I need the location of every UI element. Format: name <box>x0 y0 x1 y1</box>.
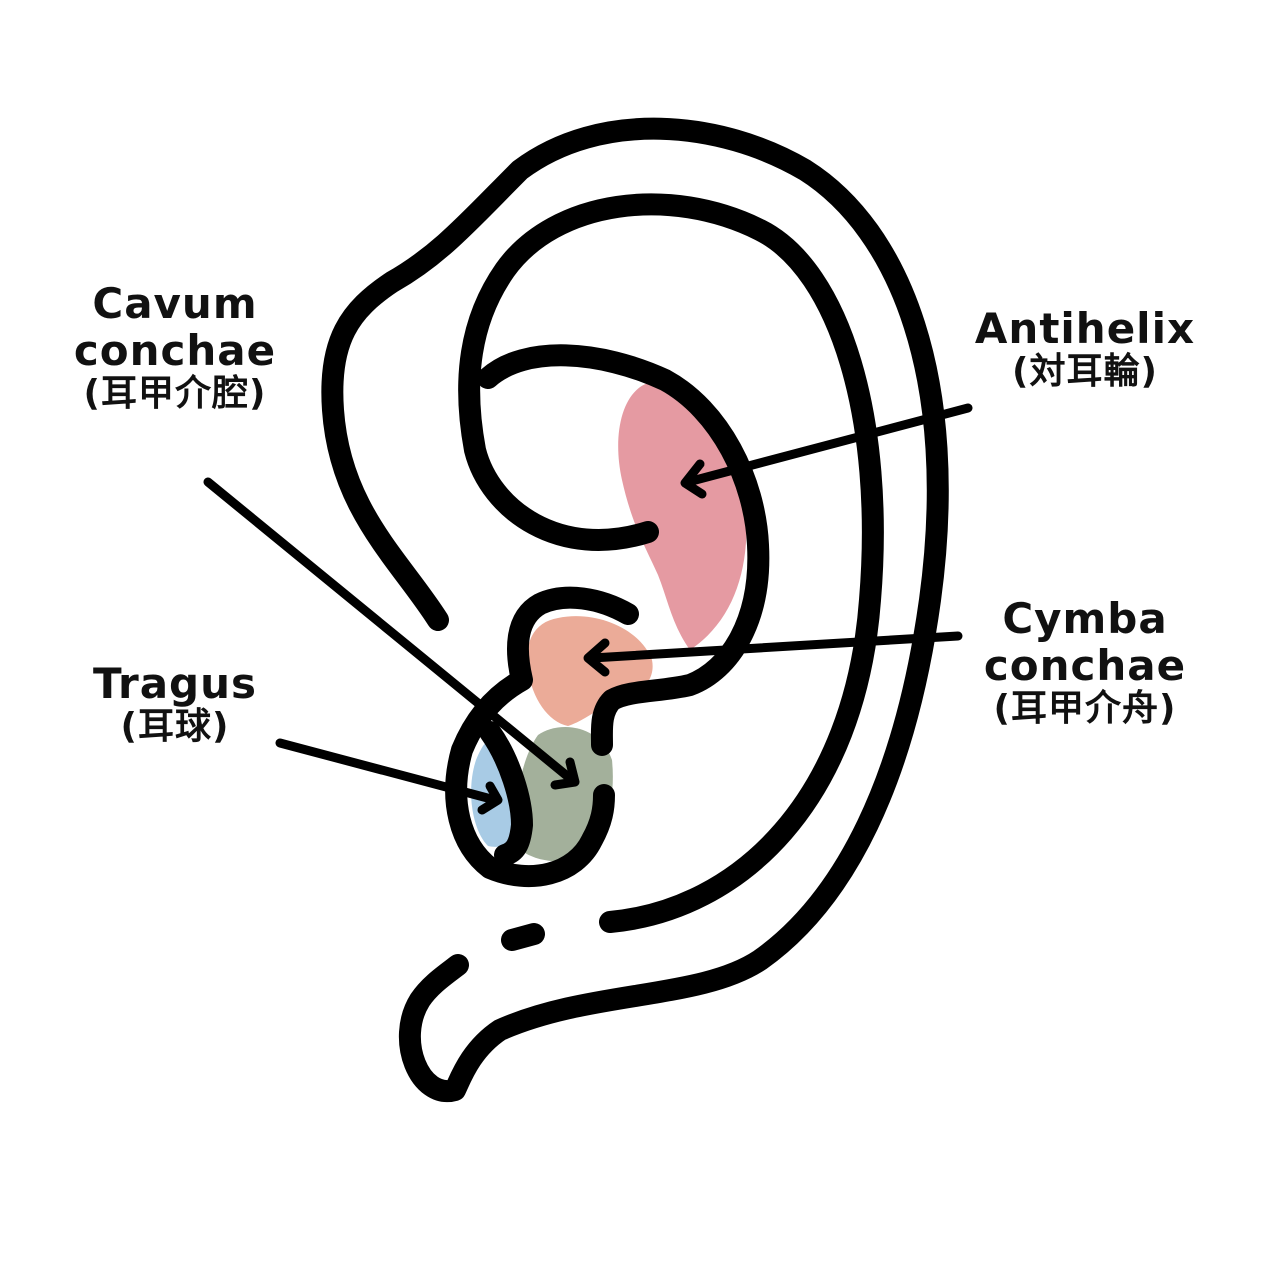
cymba-conchae-label: Cymba conchae (耳甲介舟) <box>950 595 1220 729</box>
tragus-label: Tragus (耳球) <box>55 660 295 747</box>
cymba-label-line2: conchae <box>983 641 1187 691</box>
cavum-pointer-line <box>203 477 577 785</box>
antihelix-label-japanese: (対耳輪) <box>1012 351 1158 393</box>
antihelix-pointer-arrowhead <box>680 459 707 499</box>
antihelix-inner-curl <box>477 344 770 756</box>
antihelix-region <box>618 382 747 650</box>
antihelix-label: Antihelix (対耳輪) <box>960 305 1210 392</box>
cavum-label-line2: conchae <box>73 326 277 376</box>
cavum-conchae-label: Cavum conchae (耳甲介腔) <box>40 280 310 414</box>
cymba-pointer-line <box>587 631 963 663</box>
cavum-pointer-arrowhead <box>550 757 580 790</box>
tragus-pointer-arrowhead <box>477 781 503 815</box>
tragus-label-line1: Tragus <box>92 659 258 708</box>
antihelix-pointer-line <box>683 403 973 487</box>
cavum-label-japanese: (耳甲介腔) <box>83 373 267 415</box>
intertragic-notch <box>501 923 545 951</box>
cymba-label-japanese: (耳甲介舟) <box>993 688 1177 730</box>
cymba-pointer-arrowhead <box>583 638 610 677</box>
cymba-conchae-region <box>527 616 653 726</box>
concha-outline <box>445 586 639 888</box>
tragus-fold-outline <box>479 721 533 866</box>
cavum-label-line1: Cavum <box>92 279 258 328</box>
tragus-pointer-line <box>275 738 500 805</box>
antihelix-label-line1: Antihelix <box>974 304 1196 353</box>
cymba-label-line1: Cymba <box>1002 594 1168 643</box>
tragus-label-japanese: (耳球) <box>120 706 230 748</box>
antihelix-outline <box>458 193 884 933</box>
